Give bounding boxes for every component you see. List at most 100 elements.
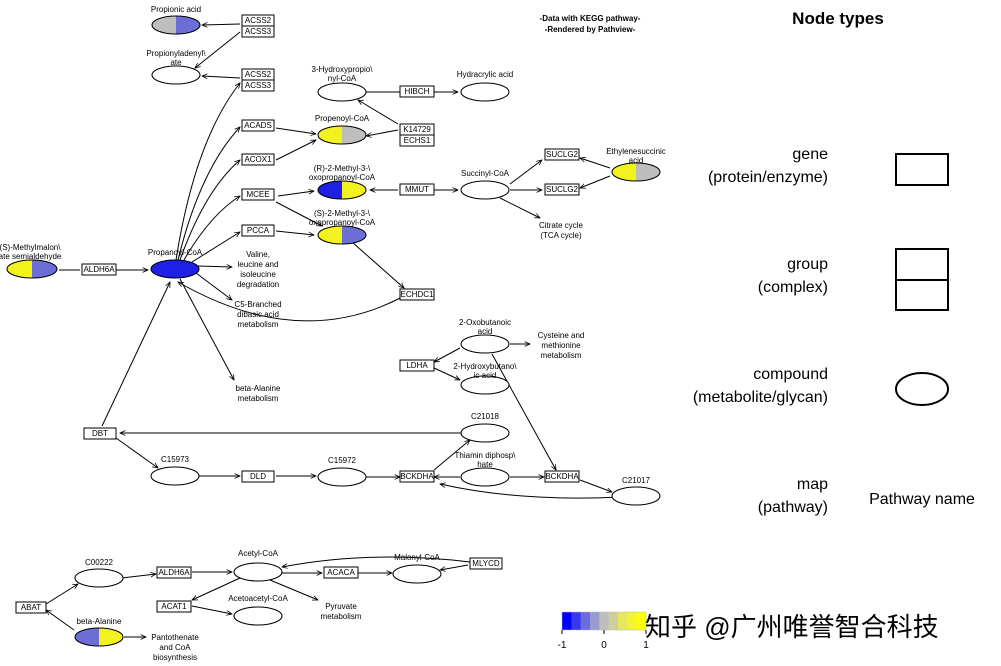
color-key-cell	[618, 612, 628, 630]
edge	[282, 556, 471, 567]
gene-bckdha-a-box[interactable]	[399, 470, 435, 483]
compound-c15972[interactable]	[317, 467, 367, 487]
gene-abat-box[interactable]	[15, 601, 47, 614]
compound-c21018[interactable]	[460, 423, 510, 443]
compound-s-methyl-oxopropanoyl-coa[interactable]	[317, 225, 367, 245]
gene-dbt-box[interactable]	[83, 427, 117, 440]
pathway-maps: Valine, leucine and isoleucine degradati…	[151, 221, 584, 662]
legend-map-label-2: (pathway)	[758, 499, 828, 516]
edge	[183, 196, 240, 261]
compound-propanoyl-coa[interactable]	[150, 259, 200, 279]
compound-oxobutanoic-label-1: 2-Oxobutanoic	[459, 318, 511, 327]
edge	[275, 201, 322, 226]
gene-mcee-label: MCEE	[246, 190, 269, 199]
gene-hibch-box[interactable]	[399, 85, 435, 98]
compound-succinyl-coa[interactable]	[460, 180, 510, 200]
compound-c15973[interactable]	[150, 466, 200, 486]
gene-abat-label: ABAT	[21, 603, 41, 612]
compound-propionyladenylate[interactable]	[151, 65, 201, 85]
edge	[434, 347, 461, 362]
gene-mlycd-box[interactable]	[469, 557, 503, 570]
gene-acss3-a-box[interactable]	[241, 25, 275, 38]
gene-k14729-label: K14729	[403, 125, 431, 134]
compound-thiamin-diphosphate[interactable]	[460, 467, 510, 487]
compound-methylmalonate-label-2: ate semialdehyde	[0, 252, 62, 261]
color-key-cell	[590, 612, 600, 630]
compound-acetyl-coa[interactable]	[233, 562, 283, 582]
compound-malonyl-coa[interactable]	[392, 564, 442, 584]
compound-c21018-label: C21018	[471, 412, 500, 421]
compound-beta-alanine-fill	[75, 628, 123, 646]
watermark: 知乎 @广州唯誉智合科技	[645, 612, 939, 642]
edge	[195, 272, 232, 300]
gene-acads-label: ACADS	[244, 121, 272, 130]
gene-suclg2-a-box[interactable]	[544, 148, 580, 161]
map-beta-alanine-metabolism[interactable]: beta-Alanine metabolism	[236, 384, 281, 403]
compound-ethylenesuccinic-acid[interactable]	[611, 162, 661, 182]
map-valine-leucine-isoleucine-degradation[interactable]: Valine, leucine and isoleucine degradati…	[237, 250, 279, 289]
compound-propenoyl-coa[interactable]	[317, 125, 367, 145]
gene-mcee-box[interactable]	[241, 188, 275, 201]
gene-acaca-box[interactable]	[323, 566, 359, 579]
map-label-line: degradation	[237, 280, 279, 289]
compound-acetoacetyl-coa[interactable]	[233, 606, 283, 626]
gene-acat1-box[interactable]	[156, 600, 192, 613]
compound-r-methyl-fill	[318, 181, 366, 199]
compound-2-oxobutanoic-acid[interactable]	[460, 334, 510, 354]
gene-dld-label: DLD	[250, 472, 266, 481]
gene-echdc1-box[interactable]	[399, 288, 435, 301]
legend: Node types gene (protein/enzyme) group (…	[693, 9, 975, 516]
color-key-cell	[627, 612, 638, 630]
map-label-line: Pyruvate	[325, 602, 357, 611]
compound-thiamin-label-1: Thiamin diphosp\	[455, 451, 517, 460]
gene-suclg2-b-box[interactable]	[544, 183, 580, 196]
compound-hydracrylic-acid-label: Hydracrylic acid	[457, 70, 513, 79]
compound-s-methyl-label-2: oxopropanoyl-CoA	[309, 218, 376, 227]
edge	[351, 241, 404, 288]
color-key: -1 0 1	[558, 611, 649, 651]
color-key-cell	[608, 612, 619, 630]
gene-aldh6a-bottom-box[interactable]	[156, 566, 192, 579]
compound-c21017[interactable]	[611, 486, 661, 506]
gene-acads-box[interactable]	[241, 119, 275, 132]
legend-map-label-1: map	[797, 476, 828, 493]
compound-r-methyl-oxopropanoyl-coa[interactable]	[317, 180, 367, 200]
gene-hibch-label: HIBCH	[405, 87, 430, 96]
gene-pcca-box[interactable]	[241, 224, 275, 237]
map-pyruvate-metabolism[interactable]: Pyruvate metabolism	[321, 602, 362, 621]
map-c5-branched-dibasic-acid-metabolism[interactable]: C5-Branched dibasic acid metabolism	[234, 300, 281, 329]
compound-methylmalonate-semialdehyde[interactable]	[6, 259, 58, 279]
legend-gene-label-2: (protein/enzyme)	[708, 169, 828, 186]
compound-c15972-label: C15972	[328, 456, 357, 465]
map-citrate-cycle[interactable]: Citrate cycle (TCA cycle)	[539, 221, 584, 240]
edge	[195, 31, 241, 68]
gene-pcca-label: PCCA	[247, 226, 270, 235]
header-line-2: -Rendered by Pathview-	[545, 25, 636, 34]
map-label-line: methionine	[541, 341, 581, 350]
compound-beta-alanine[interactable]	[74, 627, 124, 647]
compound-hydracrylic-acid[interactable]	[460, 82, 510, 102]
compound-2-hydroxybutanoic-acid[interactable]	[460, 375, 510, 395]
gene-acox1-box[interactable]	[241, 153, 275, 166]
gene-acss3-b-box[interactable]	[241, 79, 275, 92]
compound-ethylenesuccinic-label-2: acid	[629, 156, 644, 165]
edge	[202, 76, 241, 78]
gene-mmut-box[interactable]	[399, 183, 435, 196]
compound-hydroxypropionyl-coa[interactable]	[317, 82, 367, 102]
edge	[579, 479, 612, 492]
gene-echs1-box[interactable]	[399, 134, 435, 147]
gene-bckdha-b-box[interactable]	[544, 470, 580, 483]
gene-dld-box[interactable]	[241, 470, 275, 483]
edge	[358, 100, 399, 125]
compound-propionic-acid[interactable]	[151, 15, 201, 35]
gene-aldh6a-bottom-label: ALDH6A	[158, 568, 190, 577]
gene-ldha-box[interactable]	[399, 359, 435, 372]
legend-group-label-1: group	[787, 256, 828, 273]
map-pantothenate-coa-biosynthesis[interactable]: Pantothenate and CoA biosynthesis	[151, 633, 199, 662]
legend-gene-box	[895, 153, 949, 186]
map-cysteine-methionine-metabolism[interactable]: Cysteine and methionine metabolism	[538, 331, 585, 360]
compound-beta-alanine-label: beta-Alanine	[77, 617, 122, 626]
compound-c00222[interactable]	[74, 568, 124, 588]
compound-malonyl-coa-label: Malonyl-CoA	[394, 553, 440, 562]
gene-aldh6a-top-box[interactable]	[81, 263, 117, 276]
